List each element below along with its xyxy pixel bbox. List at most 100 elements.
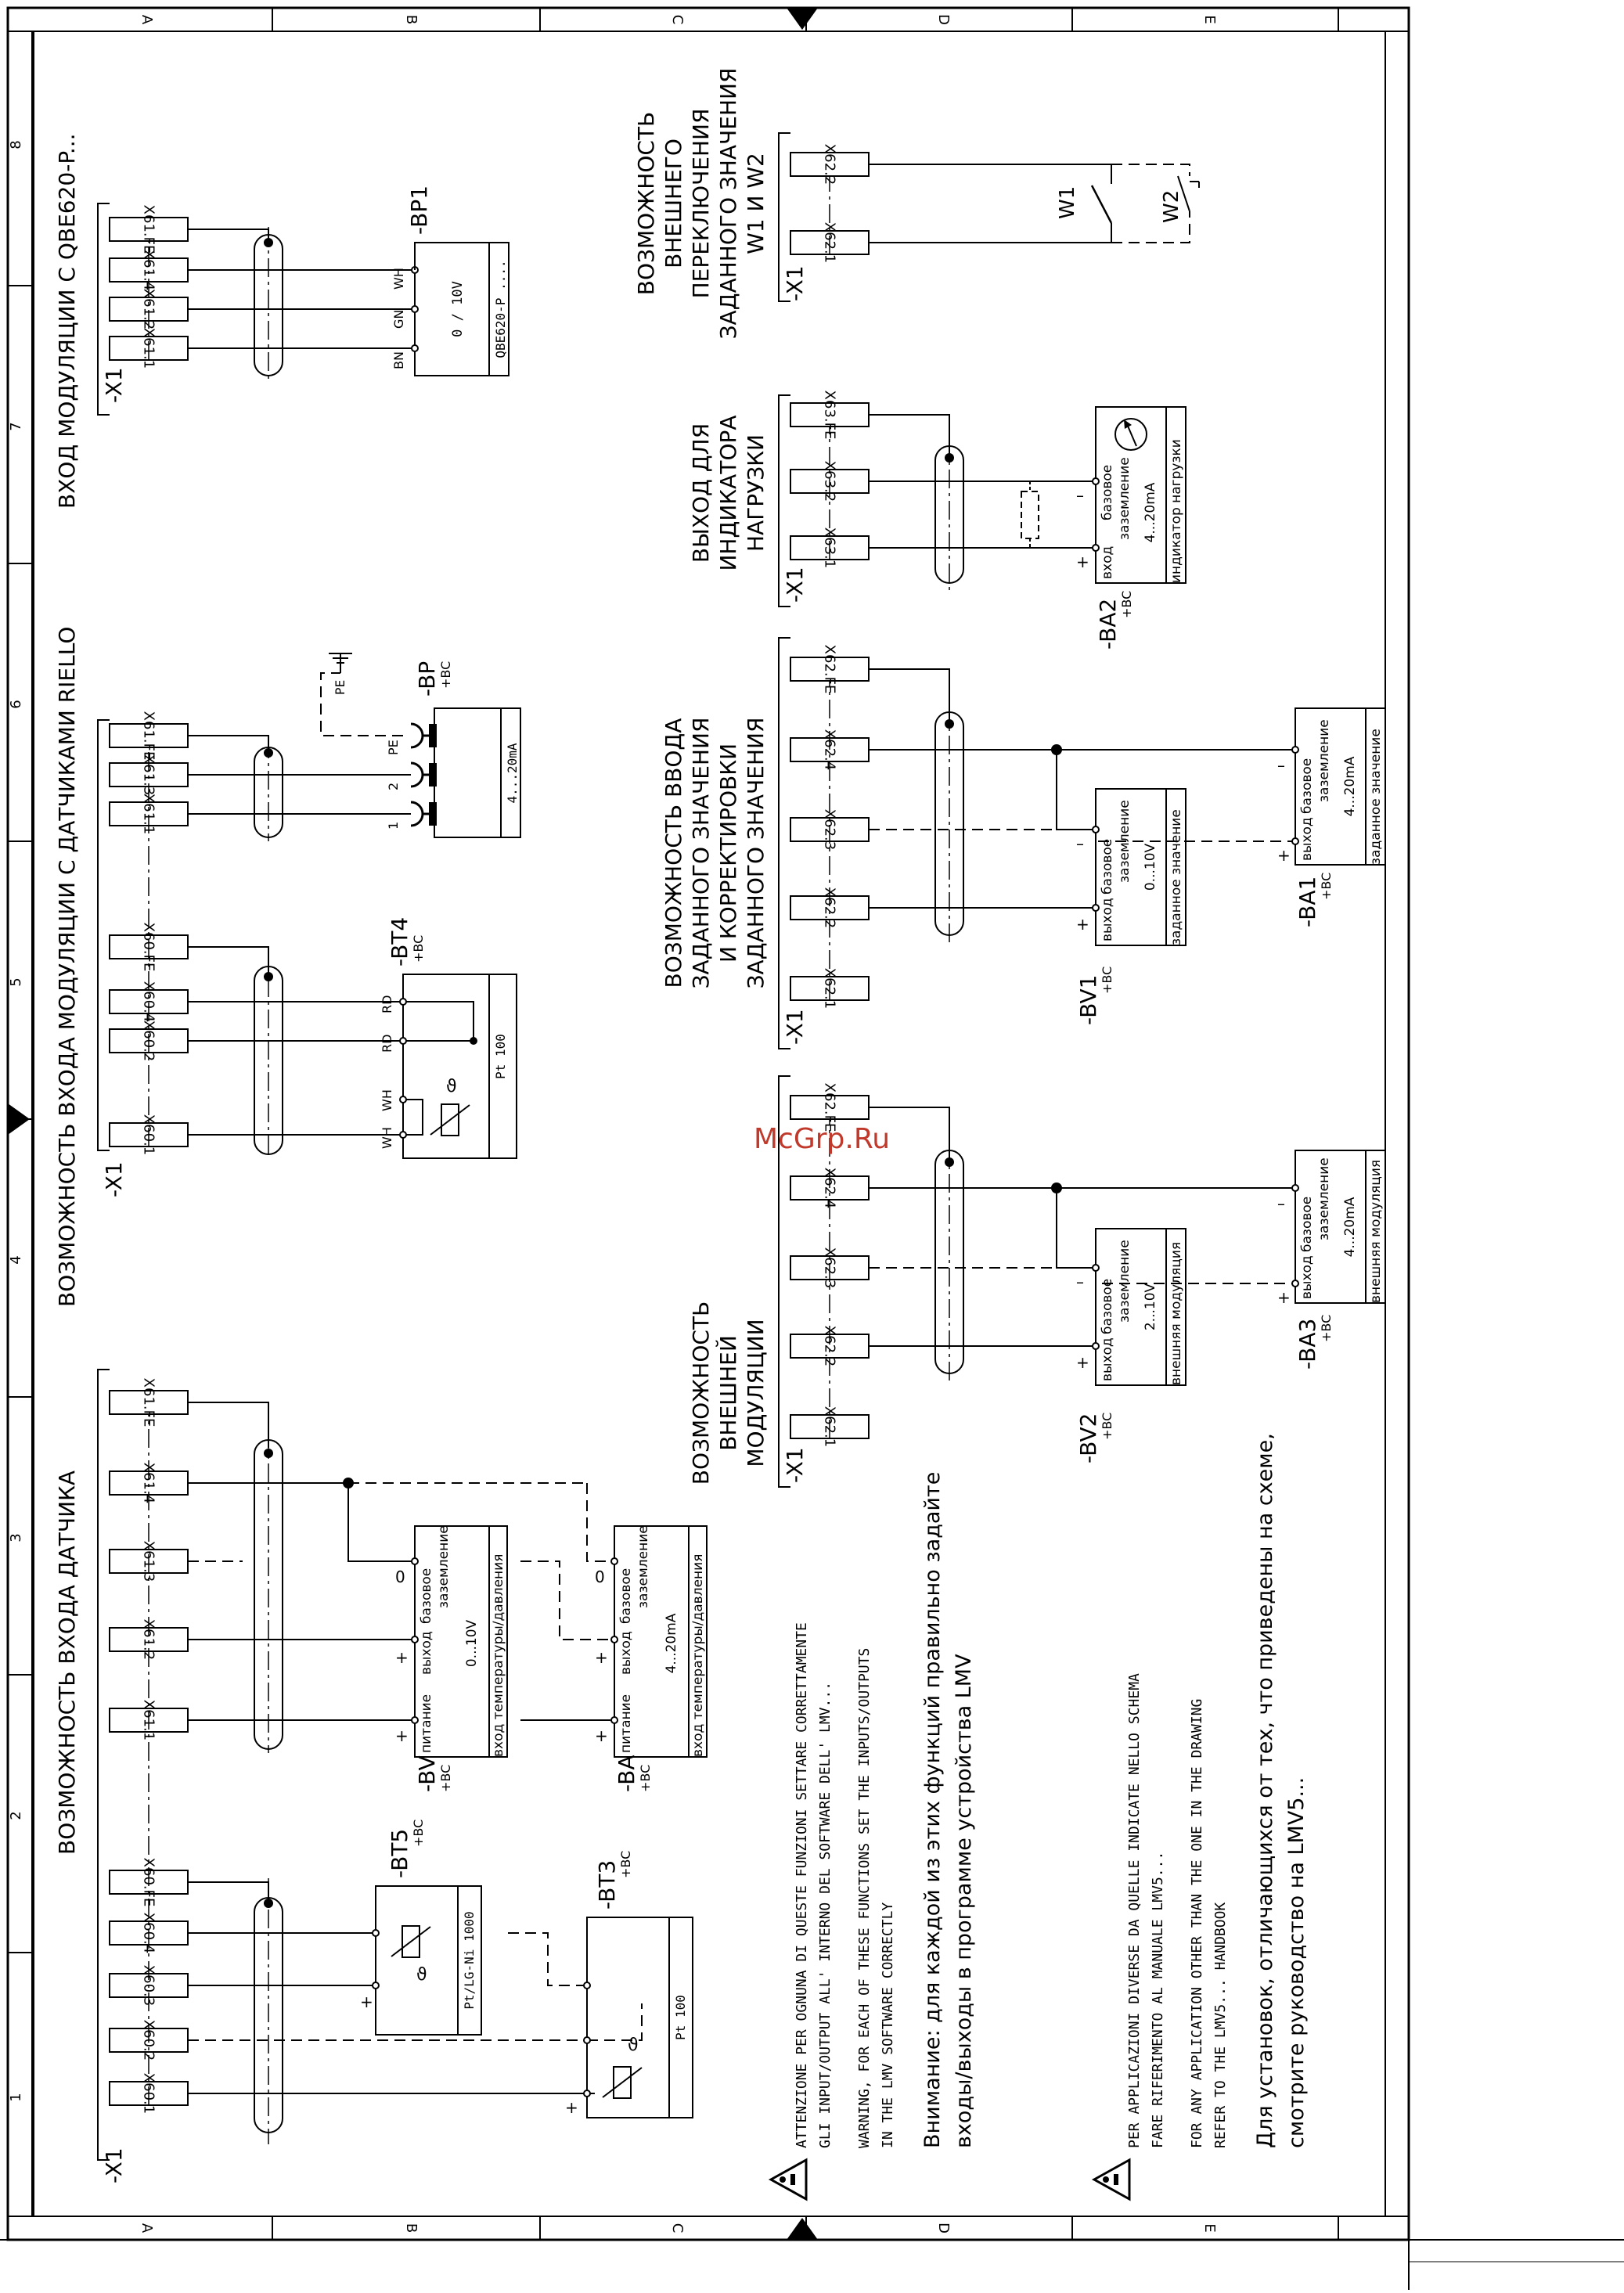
ba3-pin-ground: заземление: [1316, 1157, 1332, 1240]
terminal-label-x60-4: X60.4: [141, 1913, 157, 1953]
section-sensor-input: [97, 1369, 643, 2161]
terminal-label-x61-1: X61.1: [141, 794, 157, 834]
terminal-label-x60-2: X60.2: [141, 1021, 157, 1061]
note-2-it-line-1: PER APPLICAZIONI DIVERSE DA QUELLE INDIC…: [1126, 1673, 1143, 2148]
ba2-pin-input: вход: [1100, 546, 1115, 579]
section-title-riello-modulation: ВОЗМОЖНОСТЬ ВХОДА МОДУЛЯЦИИ С ДАТЧИКАМИ …: [54, 627, 80, 1307]
ba2-plus-sign: +: [1076, 553, 1089, 571]
ba2-description: индикатор нагрузки: [1168, 439, 1184, 583]
bv2-description: внешняя модуляция: [1168, 1242, 1184, 1385]
connector-tag-s2: -X1: [101, 1161, 127, 1197]
watermark: McGrp.Ru: [753, 1123, 891, 1155]
section-load-indicator-terminal-labels: X63.1 X63.2 X63.FE: [822, 391, 838, 569]
svg-text:НАГРУЗКИ: НАГРУЗКИ: [743, 434, 769, 552]
ba1-pin-reference: базовое: [1299, 758, 1315, 814]
svg-text:ВОЗМОЖНОСТЬ: ВОЗМОЖНОСТЬ: [688, 1301, 714, 1485]
svg-text:И КОРРЕКТИРОВКИ: И КОРРЕКТИРОВКИ: [715, 743, 741, 963]
bv2-range: 2...10V: [1143, 1283, 1158, 1330]
bv2-sub: +BC: [1100, 1413, 1114, 1440]
bv2-pin-ground: заземление: [1117, 1240, 1132, 1323]
bv-tag: -BV: [414, 1755, 440, 1792]
bv-zero-reference: 0: [395, 1568, 405, 1586]
section-title-setpoint-switching: ВОЗМОЖНОСТЬ ВНЕШНЕГО ПЕРЕКЛЮЧЕНИЯ ЗАДАНН…: [633, 68, 769, 340]
connector-tag-s4: -X1: [782, 1447, 808, 1483]
svg-text:ВОЗМОЖНОСТЬ ВВОДА: ВОЗМОЖНОСТЬ ВВОДА: [661, 718, 686, 988]
ba-tag: -BA: [614, 1755, 639, 1792]
ground-icon: [329, 653, 352, 673]
component-ba1: выход базовое заземление 4...20mA заданн…: [1277, 707, 1386, 927]
terminal-label-x60-fe: X60.FE: [141, 1858, 157, 1907]
section-title-external-modulation: ВОЗМОЖНОСТЬ ВНЕШНЕЙ МОДУЛЯЦИИ: [688, 1301, 769, 1485]
bt3-plus-sign: +: [565, 2098, 578, 2117]
ba-description: вход температуры/давления: [690, 1554, 706, 1757]
bv2-tag: -BV2: [1075, 1413, 1101, 1463]
bp-pe-label: PE: [333, 680, 347, 695]
ba-pin-supply: питание: [618, 1694, 634, 1753]
component-ba3: выход базовое заземление 4...20mA внешня…: [1277, 1150, 1386, 1370]
ba3-description: внешняя модуляция: [1368, 1160, 1384, 1303]
bp-pin-1: 1: [386, 822, 401, 830]
svg-text:ЗАДАННОГО ЗНАЧЕНИЯ: ЗАДАННОГО ЗНАЧЕНИЯ: [688, 718, 714, 989]
svg-text:ВНЕШНЕЙ: ВНЕШНЕЙ: [715, 1335, 741, 1451]
bp-sub: +BC: [438, 661, 453, 689]
ba3-minus-sign: –: [1277, 1194, 1285, 1213]
warning-icon-1: [768, 2158, 808, 2201]
section-riello-terminal-labels: X60.1 X60.2 X60.4 X60.FE X61.1 X61.3 X61…: [141, 711, 157, 1156]
bt3-sub: +BC: [618, 1851, 633, 1878]
zone-number-5: 5: [8, 977, 24, 986]
ba-plus-supply: +: [595, 1726, 608, 1745]
note-1-en-line-1: WARNING, FOR EACH OF THESE FUNCTIONS SET…: [856, 1648, 873, 2148]
section-setpoint-junctions: [945, 719, 1062, 755]
svg-text:МОДУЛЯЦИИ: МОДУЛЯЦИИ: [743, 1319, 769, 1467]
ba3-range: 4...20mA: [1342, 1197, 1358, 1257]
ba1-sub: +BC: [1319, 873, 1334, 900]
ba2-sub: +BC: [1119, 591, 1134, 618]
connector-tag-s5: -X1: [782, 1009, 808, 1045]
terminal-label-x61-4: X61.4: [141, 1463, 157, 1503]
bv1-range: 0...10V: [1143, 843, 1158, 891]
component-bp: 1 2 PE 4...20mA -BP +BC PE: [329, 653, 521, 838]
zone-letter-d-top: D: [935, 14, 952, 25]
svg-text:ЗАДАННОГО ЗНАЧЕНИЯ: ЗАДАННОГО ЗНАЧЕНИЯ: [743, 718, 769, 989]
svg-text:ВЫХОД ДЛЯ: ВЫХОД ДЛЯ: [688, 423, 714, 563]
zone-number-1: 1: [8, 2093, 24, 2101]
ba1-plus-sign: +: [1277, 846, 1291, 865]
ba1-minus-sign: –: [1277, 756, 1285, 775]
bt5-tag: -BT5: [387, 1829, 412, 1878]
terminal-label-x61-4: X61.4: [141, 250, 157, 290]
note-block-2: PER APPLICAZIONI DIVERSE DA QUELLE INDIC…: [1126, 1433, 1309, 2148]
terminal-label-x62-1: X62.1: [822, 1406, 838, 1447]
ba-pin-output: выход: [618, 1631, 634, 1675]
bt4-tag: -BT4: [387, 917, 412, 967]
component-bt4: ϑ Pt 100 WH WH RD RD -BT4 +BC: [380, 917, 517, 1159]
zone-number-4: 4: [8, 1255, 24, 1264]
section-titles: ВОЗМОЖНОСТЬ ВХОДА ДАТЧИКА ВОЗМОЖНОСТЬ ВХ…: [54, 68, 769, 1855]
terminal-label-x62-2: X62.2: [822, 144, 838, 185]
thermometer-icon: ϑ: [416, 1965, 427, 1985]
ba-range: 4...20mA: [664, 1613, 679, 1673]
bv-sub: +BC: [438, 1765, 453, 1792]
bp1-wire-gn: GN: [391, 310, 406, 329]
section-qbe620-terminal-labels: X61.1 X61.2 X61.4 X61.FE: [141, 205, 157, 369]
bt3-tag: -BT3: [594, 1860, 620, 1910]
zone-letter-c-bottom: C: [669, 2223, 686, 2234]
ba-plus-output: +: [595, 1648, 608, 1667]
thermometer-icon: ϑ: [628, 2036, 639, 2055]
bv-range: 0...10V: [464, 1619, 480, 1667]
connector-tag-s3: -X1: [101, 367, 127, 403]
terminal-label-x61-fe: X61.FE: [141, 711, 157, 761]
svg-text:ПЕРЕКЛЮЧЕНИЯ: ПЕРЕКЛЮЧЕНИЯ: [688, 109, 714, 299]
bv-pin-reference: базовое: [419, 1568, 434, 1624]
section-load-indicator-output: [778, 394, 1096, 607]
terminal-label-x60-fe: X60.FE: [141, 923, 157, 972]
zone-number-3: 3: [8, 1533, 24, 1542]
zone-letter-e-top: E: [1201, 15, 1218, 23]
section-setpoint-input: [778, 637, 1295, 1049]
connector-tag-s6: -X1: [782, 567, 808, 603]
section-sensor-input-junctions: [264, 1449, 354, 1908]
svg-text:ЗАДАННОГО ЗНАЧЕНИЯ: ЗАДАННОГО ЗНАЧЕНИЯ: [715, 68, 741, 340]
bv1-tag: -BV1: [1075, 975, 1101, 1025]
bv1-sub: +BC: [1100, 967, 1114, 994]
note-2-ru-line-1: Для установок, отличающихся от тех, что …: [1253, 1433, 1277, 2148]
